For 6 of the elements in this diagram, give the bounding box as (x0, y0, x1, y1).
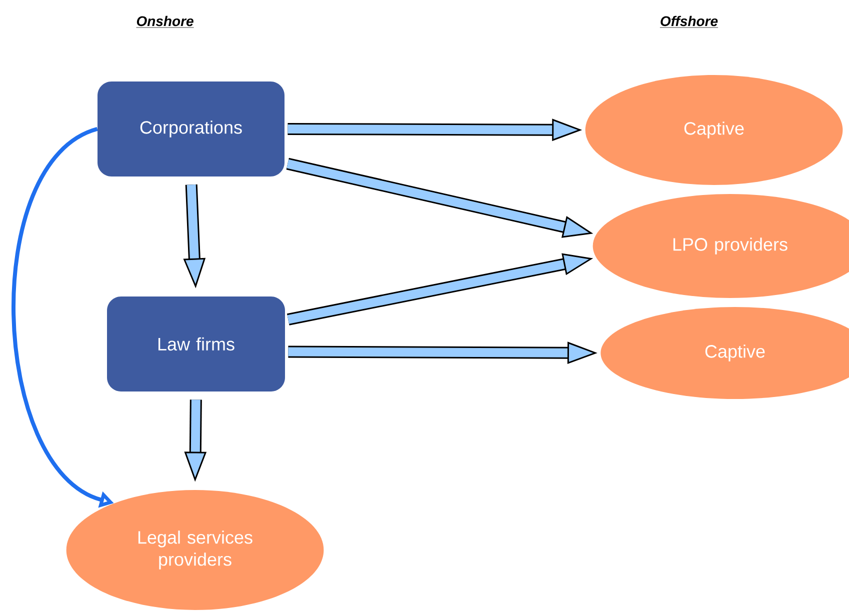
process-box: Law firms (107, 296, 285, 392)
oval-node: Legal services providers (66, 490, 324, 610)
oval-node: Captive (585, 75, 843, 185)
column-heading: Onshore (136, 16, 194, 28)
process-box: Corporations (98, 81, 284, 176)
column-heading: Offshore (660, 16, 718, 28)
